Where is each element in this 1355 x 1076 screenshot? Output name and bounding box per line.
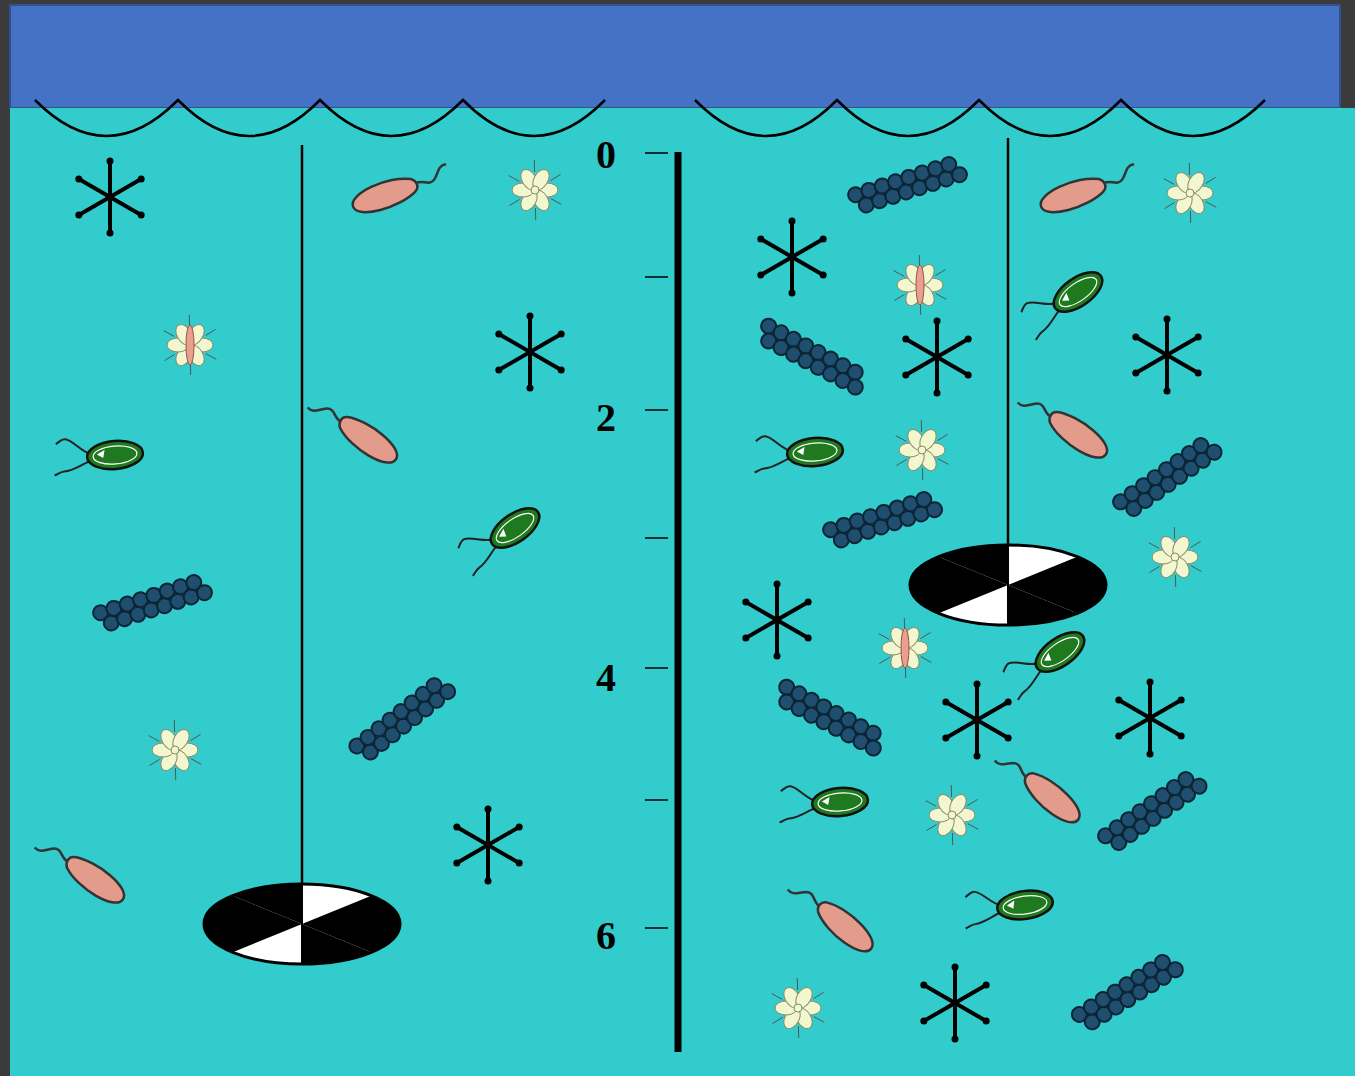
green-euglena	[961, 881, 1055, 928]
flower-plankton	[894, 255, 947, 315]
green-euglena	[1016, 259, 1110, 339]
green-euglena	[776, 779, 869, 822]
depth-number: 0	[576, 130, 636, 180]
flower-plankton	[509, 160, 562, 220]
secchi-disk	[204, 884, 400, 964]
sky-band	[10, 5, 1340, 108]
bead-chain-algae	[770, 677, 889, 758]
flower-plankton	[1164, 163, 1217, 223]
pink-flagellate	[349, 160, 454, 219]
flower-plankton	[164, 315, 217, 375]
secchi-disk	[910, 545, 1106, 625]
disk-rope	[301, 145, 304, 924]
flower-plankton	[896, 420, 949, 480]
bead-chain-algae	[1110, 431, 1224, 523]
pink-flagellate	[785, 873, 880, 958]
asterisk-plankton	[757, 218, 826, 297]
scale-tick	[645, 409, 668, 411]
flower-plankton	[926, 785, 979, 845]
pink-flagellate	[1015, 385, 1113, 464]
green-euglena	[751, 429, 844, 472]
depth-number: 4	[576, 653, 636, 703]
asterisk-plankton	[902, 318, 971, 397]
scale-tick	[645, 152, 668, 154]
scale-tick	[645, 276, 668, 278]
wave-line	[695, 100, 1265, 136]
depth-number: 6	[576, 911, 636, 961]
depth-number: 2	[576, 393, 636, 443]
wave-line	[35, 100, 605, 136]
pink-flagellate	[1037, 160, 1142, 219]
depth-scale	[675, 152, 682, 1052]
bead-chain-algae	[846, 153, 969, 217]
asterisk-plankton	[920, 964, 989, 1043]
green-euglena	[998, 619, 1092, 699]
green-euglena	[51, 432, 144, 475]
pink-flagellate	[305, 390, 403, 469]
flower-plankton	[1149, 527, 1202, 587]
bead-chain-algae	[752, 316, 871, 397]
flower-plankton	[879, 618, 932, 678]
asterisk-plankton	[1132, 316, 1201, 395]
asterisk-plankton	[942, 681, 1011, 760]
scale-tick	[645, 667, 668, 669]
flower-plankton	[772, 978, 825, 1038]
asterisk-plankton	[1115, 679, 1184, 758]
asterisk-plankton	[75, 158, 144, 237]
water-body	[10, 108, 1355, 1076]
disk-rope	[1007, 138, 1010, 585]
asterisk-plankton	[742, 581, 811, 660]
asterisk-plankton	[495, 313, 564, 392]
bead-chain-algae	[821, 488, 944, 552]
scale-tick	[645, 799, 668, 801]
bead-chain-algae	[346, 671, 458, 767]
asterisk-plankton	[453, 806, 522, 885]
scale-tick	[645, 537, 668, 539]
bead-chain-algae	[91, 571, 214, 635]
pink-flagellate	[32, 830, 130, 909]
pink-flagellate	[992, 744, 1087, 829]
scale-tick	[645, 927, 668, 929]
green-euglena	[453, 495, 547, 575]
bead-chain-algae	[1069, 948, 1186, 1035]
bead-chain-algae	[1095, 765, 1209, 857]
flower-plankton	[149, 720, 202, 780]
